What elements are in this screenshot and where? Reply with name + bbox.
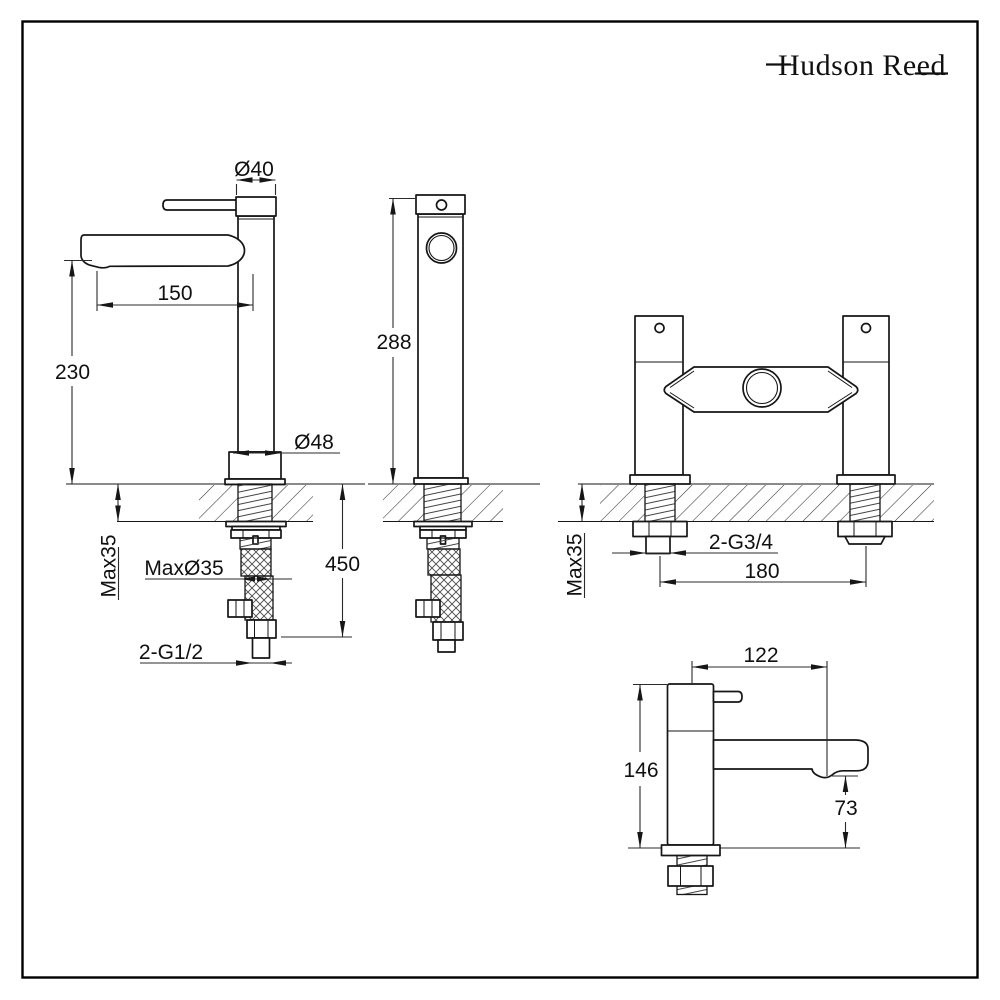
elbow-connector [415,599,441,618]
right-threaded-shank [849,483,881,523]
spout-front-circle-outer [425,232,458,264]
handle-lever [162,199,239,211]
dim-inlet-thread: 2-G3/4 [709,531,774,554]
hose-end-nut [246,619,277,639]
dim-outlet-height: 73 [834,797,857,820]
backnut-facets [680,866,702,886]
backnut-facets [431,530,456,538]
elbow-connector [227,599,253,618]
deck-hatch [272,485,313,521]
brand-logo-text: Hudson Reed [778,49,946,82]
dim-spout-reach: 122 [743,644,778,667]
left-backnut [632,520,688,538]
dim-inlet-thread: 2-G1/2 [139,641,203,664]
dim-base-diameter: Ø48 [294,431,334,454]
spout-front-circle-inner [428,234,455,262]
left-backnut-facets [648,521,672,537]
dim-deck-thickness: Max35 [98,534,121,597]
dim-top-diameter: Ø40 [234,158,274,181]
bath-filler-front-view: Max35 2-G3/4 180 [558,315,934,598]
elbow-facets [235,600,245,617]
base-flange [413,477,469,485]
elbow-facets [423,600,433,617]
dim-overall-height: 146 [623,759,658,782]
base-flange [660,844,721,857]
right-base-flange [836,474,896,485]
left-base-flange [629,474,691,485]
page-border [21,20,979,979]
basin-side-dimensions: Ø40 150 230 Ø48 Max35 MaxØ35 450 [55,158,360,666]
bath-filler-side-view: 122 146 73 [623,644,869,896]
left-inlet-pipe [645,535,671,555]
bath-front-dimensions: Max35 2-G3/4 180 [564,484,867,598]
dim-spout-height: 230 [55,361,90,384]
shank-tail [239,537,272,550]
hose-tail-pipe [437,639,456,653]
tap-base [228,451,282,480]
basin-front-dimensions: 288 [376,197,416,484]
right-backnut-facets [853,521,877,537]
deck-hatch [600,485,645,521]
hose-end-nut-facets [440,622,456,640]
spout [80,234,246,269]
spout-outlet-circle-outer [742,368,782,408]
cross-body-chamfers [669,370,853,409]
hose-end-nut [432,621,464,641]
shank-tail [426,537,460,550]
dim-deck-thickness: Max35 [564,533,587,596]
spout [712,739,869,779]
hose-tail-pipe [251,637,271,659]
tap-cap [235,196,277,217]
braided-hose-upper [427,548,461,576]
right-backnut [837,520,893,538]
right-inlet-collar [844,535,886,545]
backnut-facets [242,530,270,538]
braided-hose-upper [240,548,272,577]
backnut [667,865,714,887]
dim-hose-length: 450 [325,553,360,576]
dim-overall-height: 288 [376,331,411,354]
dim-hole-diameter: MaxØ35 [144,557,223,580]
threaded-shank [237,483,273,523]
deck-hatch [880,485,934,521]
deck-hatch [675,485,850,521]
tap-body [666,683,715,846]
handle-lever [712,690,743,703]
deck-hatch [383,485,424,521]
threaded-shank [423,483,462,523]
spout-outlet-circle-inner [745,371,779,405]
deck-hatch [461,485,503,521]
basin-mixer-side-view: Ø40 150 230 Ø48 Max35 MaxØ35 450 [55,158,365,666]
right-pillar-pin-circle [860,322,872,334]
deck-hatch [199,485,238,521]
left-pillar-pin-circle [654,322,665,334]
hose-end-nut-facets [254,620,269,638]
left-threaded-shank [644,483,676,523]
braided-hose-lower [430,574,462,623]
bath-side-dimensions: 122 146 73 [623,644,858,848]
basin-mixer-front-view: 288 [368,194,540,653]
dim-inlet-centres: 180 [744,560,779,583]
brand-logo: Hudson Reed [766,49,948,82]
dim-spout-reach: 150 [157,282,192,305]
handle-pin-circle [435,199,448,211]
